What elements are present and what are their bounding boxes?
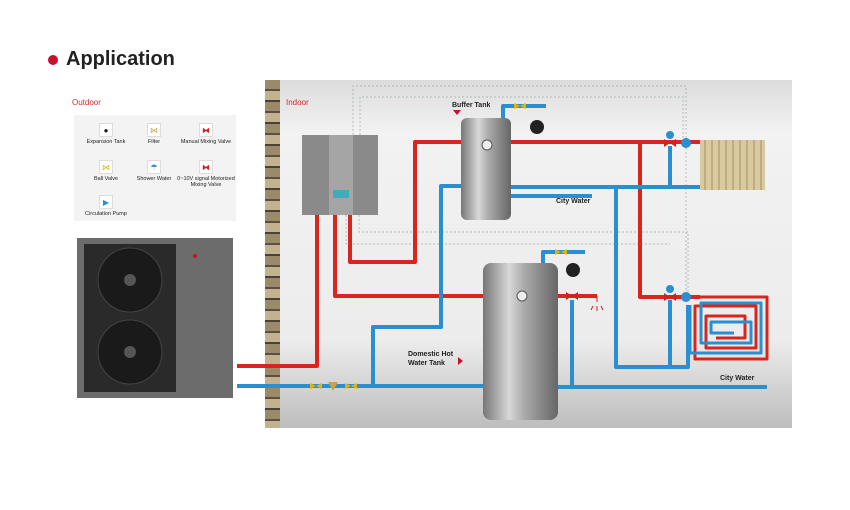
manual-mixing-valve-icon: ⧓ bbox=[199, 123, 213, 137]
ball-valve-icon: ⋈ bbox=[99, 160, 113, 174]
mixing-valve-icon bbox=[566, 139, 676, 301]
bullet-icon bbox=[48, 54, 58, 65]
title-text: Application bbox=[66, 48, 175, 70]
motorized-mixing-valve-icon: ⧓ bbox=[199, 160, 213, 174]
stone-wall bbox=[265, 80, 280, 428]
indoor-label: Indoor bbox=[286, 98, 309, 107]
heat-pump-unit bbox=[77, 238, 233, 398]
dhw-tank-label-line1: Domestic Hot bbox=[408, 351, 454, 358]
cold-pipes bbox=[237, 104, 767, 389]
shower-icon bbox=[590, 296, 604, 311]
dhw-tank-label-line2: Water Tank bbox=[408, 360, 445, 367]
indoor-control-unit bbox=[302, 135, 378, 215]
city-water-label: City Water bbox=[720, 375, 755, 382]
buffer-tank bbox=[461, 118, 511, 220]
legend-item: ⧓0~10V signal Motorized Mixing Valve bbox=[176, 160, 236, 188]
expansion-tank-icon: ● bbox=[99, 123, 113, 137]
floor-heating-coil bbox=[688, 295, 769, 361]
city-water-label: City Water bbox=[556, 198, 591, 205]
legend-item: ●Expansion Tank bbox=[76, 123, 136, 145]
legend-item: ⧓Manual Mixing Valve bbox=[176, 123, 236, 145]
buffer-tank-label: Buffer Tank bbox=[452, 102, 491, 109]
circulation-pump-icon: ▶ bbox=[99, 195, 113, 209]
legend-item: ⋈Ball Valve bbox=[76, 160, 136, 182]
filter-icon bbox=[328, 382, 338, 391]
signal-wires bbox=[345, 85, 689, 297]
outdoor-label: Outdoor bbox=[72, 98, 101, 107]
legend-item: ☂Shower Water bbox=[124, 160, 184, 182]
shower-icon: ☂ bbox=[147, 160, 161, 174]
filter-icon: ⋈ bbox=[147, 123, 161, 137]
dhw-tank bbox=[483, 263, 558, 420]
circulation-pump-icon bbox=[666, 131, 691, 302]
legend-item: ▶Circulation Pump bbox=[76, 195, 136, 217]
expansion-tank-icon bbox=[530, 120, 580, 277]
legend: ●Expansion Tank ⋈Filter ⧓Manual Mixing V… bbox=[74, 115, 236, 221]
radiator bbox=[700, 140, 765, 190]
legend-item: ⋈Filter bbox=[124, 123, 184, 145]
ball-valve-icon bbox=[310, 103, 567, 389]
page-title: Application bbox=[48, 48, 175, 71]
